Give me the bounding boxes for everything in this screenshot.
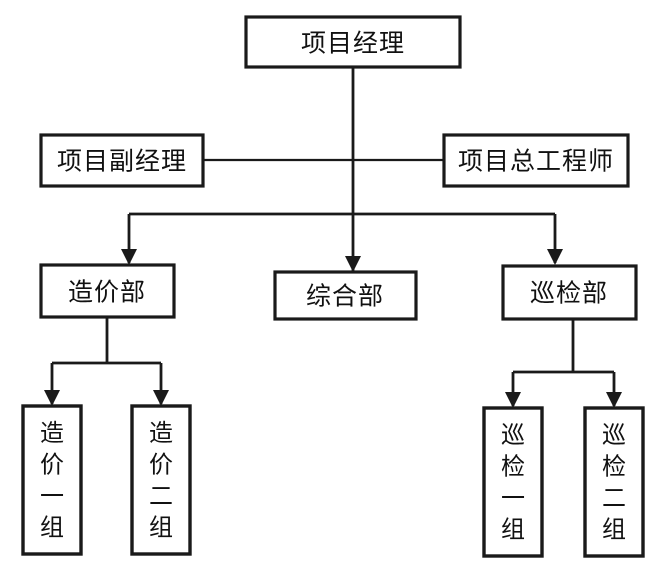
vertical-label-char: 造 [149, 419, 173, 447]
vertical-label-char: 组 [40, 513, 64, 541]
arrowhead-inspection-group-1 [505, 392, 521, 408]
node-box-general-dept [273, 270, 418, 321]
vertical-label-char: 价 [149, 450, 173, 478]
node-box-cost-dept [39, 263, 176, 319]
arrowhead-cost-dept [121, 249, 137, 265]
vertical-label-char: 一 [40, 482, 64, 510]
node-cost-dept[interactable]: 造价部 [39, 263, 176, 319]
node-label-general-dept: 综合部 [306, 282, 384, 311]
node-label-cost-dept: 造价部 [68, 278, 146, 307]
vertical-label-char: 组 [501, 515, 525, 543]
node-box-cost-group-2 [130, 404, 192, 556]
node-deputy-manager[interactable]: 项目副经理 [39, 133, 205, 188]
vertical-label-char: 检 [602, 452, 626, 480]
vertical-label-char: 组 [602, 515, 626, 543]
vertical-label-char: 一 [501, 484, 525, 512]
vertical-label-char: 检 [501, 452, 525, 480]
node-inspection-dept[interactable]: 巡检部 [501, 264, 638, 321]
arrowhead-cost-group-2 [153, 390, 169, 406]
node-box-inspection-dept [501, 264, 638, 321]
node-box-cost-group-1 [21, 404, 83, 556]
node-box-inspection-group-2 [583, 406, 645, 558]
vertical-label-char: 二 [602, 484, 626, 512]
arrowhead-general-dept [345, 256, 361, 272]
node-label-deputy-manager: 项目副经理 [57, 147, 187, 176]
vertical-label-char: 巡 [602, 421, 626, 449]
vertical-label-char: 价 [40, 450, 64, 478]
vertical-label-char: 巡 [501, 421, 525, 449]
node-box-project-manager [244, 15, 462, 69]
node-general-dept[interactable]: 综合部 [273, 270, 418, 321]
node-label-chief-engineer: 项目总工程师 [458, 147, 614, 176]
vertical-label-char: 组 [149, 513, 173, 541]
vertical-label-char: 造 [40, 419, 64, 447]
node-chief-engineer[interactable]: 项目总工程师 [442, 133, 630, 188]
node-box-inspection-group-1 [482, 406, 544, 558]
node-box-deputy-manager [39, 133, 205, 188]
node-box-chief-engineer [442, 133, 630, 188]
vertical-label-char: 二 [149, 482, 173, 510]
node-project-manager[interactable]: 项目经理 [244, 15, 462, 69]
arrowhead-inspection-group-2 [606, 392, 622, 408]
node-label-project-manager: 项目经理 [301, 29, 405, 58]
arrowhead-inspection-dept [547, 249, 563, 265]
arrowhead-cost-group-1 [44, 390, 60, 406]
node-label-inspection-dept: 巡检部 [530, 279, 608, 308]
